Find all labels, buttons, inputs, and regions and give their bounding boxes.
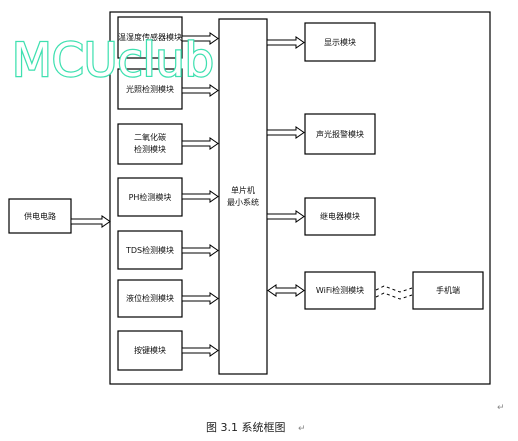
sensor-label-ph: PH检测模块 [129, 192, 172, 202]
arrow-mcu-to-display [266, 36, 305, 49]
output-block-relay [304, 197, 376, 236]
sensor-block-tds [117, 230, 183, 270]
sensor-block-temp-humidity [117, 16, 183, 59]
mcu-block [218, 18, 268, 375]
arrow-power-to-frame [70, 215, 111, 228]
sensor-block-co2 [117, 123, 183, 165]
arrow-keys-to-mcu [181, 344, 219, 357]
arrow-light-to-mcu [181, 84, 219, 97]
output-label-display: 显示模块 [324, 37, 356, 47]
mcu-label-line1: 单片机 [231, 185, 255, 195]
sensor-label-co2-line1: 二氧化碳 [134, 132, 166, 142]
sensor-label-keys: 按键模块 [134, 345, 166, 355]
arrow-temp-to-mcu [181, 32, 219, 45]
sensor-label-tds: TDS检测模块 [125, 245, 174, 255]
mcuclub-watermark: MCUclub [12, 33, 214, 87]
sensor-label-liquid-level: 液位检测模块 [126, 293, 174, 303]
power-supply-label: 供电电路 [24, 211, 56, 221]
output-label-wifi: WiFi检测模块 [316, 285, 364, 295]
arrow-mcu-to-alarm [266, 126, 305, 139]
output-block-alarm [304, 113, 376, 155]
arrow-ph-to-mcu [181, 190, 219, 203]
caption-paragraph-mark: ↵ [298, 424, 306, 434]
power-supply-block [8, 198, 72, 234]
mcu-label-line2: 最小系统 [227, 197, 259, 207]
output-label-relay: 继电器模块 [320, 211, 360, 221]
arrow-mcu-wifi-bidirectional [267, 284, 305, 297]
sensor-block-keys [117, 330, 183, 371]
output-block-wifi [304, 271, 376, 310]
arrow-co2-to-mcu [181, 137, 219, 150]
wireless-link [375, 285, 413, 300]
sensor-block-light [117, 68, 183, 110]
arrow-level-to-mcu [181, 292, 219, 305]
sensor-label-light: 光照检测模块 [126, 84, 174, 94]
phone-label: 手机端 [436, 285, 460, 295]
arrow-mcu-to-relay [266, 210, 305, 223]
paragraph-mark: ↵ [497, 403, 505, 413]
figure-caption: 图 3.1 系统框图 [206, 421, 286, 434]
output-block-display [304, 22, 376, 62]
sensor-label-temp-humidity: 温湿度传感器模块 [118, 32, 182, 42]
phone-block [412, 271, 484, 310]
arrow-tds-to-mcu [181, 244, 219, 257]
output-label-alarm: 声光报警模块 [316, 129, 364, 139]
sensor-label-co2-line2: 检测模块 [134, 144, 166, 154]
